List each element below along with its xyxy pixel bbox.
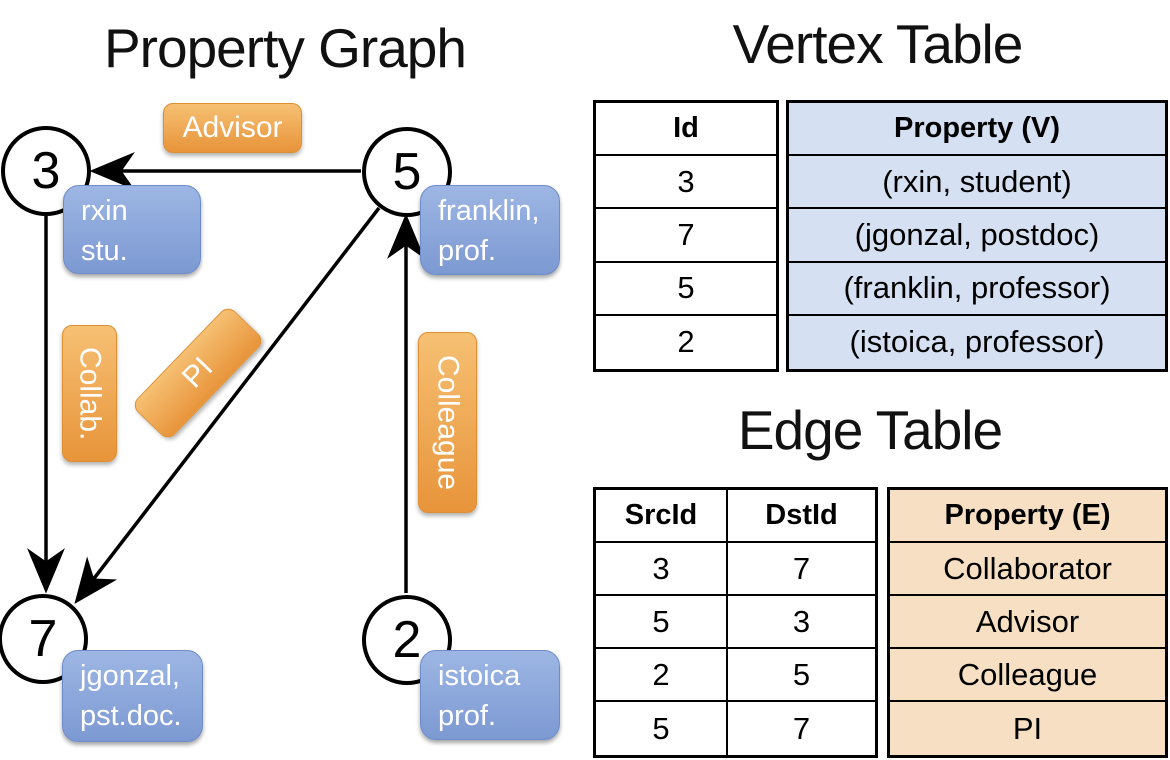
edge-pi-line xyxy=(74,206,381,605)
vertex-table-header-id: Id xyxy=(596,103,776,157)
vertex-table-id-cell: 5 xyxy=(596,263,776,316)
edge-table-dst-cell: 7 xyxy=(728,543,875,596)
edge-table-dst-cell: 7 xyxy=(792,710,811,746)
vertex-property-box-7: jgonzal, pst.doc. xyxy=(62,650,203,742)
edge-label-advisor: Advisor xyxy=(163,103,302,153)
edge-table-dst-cell: 3 xyxy=(728,596,875,649)
edge-table-dst-cell: 5 xyxy=(728,649,875,702)
vertex-table-id-cell: 2 xyxy=(677,324,695,360)
vertex-table-property-cell: (franklin, professor) xyxy=(789,263,1165,316)
edge-label-advisor-text: Advisor xyxy=(182,111,283,144)
graph-node-3-id: 3 xyxy=(31,142,61,200)
edge-table-src-cell: 3 xyxy=(596,543,728,596)
edge-table-property-cell: Advisor xyxy=(890,596,1165,649)
edge-table-property-cell: Collaborator xyxy=(890,543,1165,596)
vertex-table-id-cell: 7 xyxy=(596,209,776,263)
graph-node-2-id: 2 xyxy=(392,611,422,669)
edge-table-title: Edge Table xyxy=(737,399,1003,461)
edge-table-property-cell: Colleague xyxy=(890,649,1165,702)
edge-label-colleague: Colleague xyxy=(418,332,477,513)
graph-node-7-id: 7 xyxy=(28,610,58,668)
vertex-property-box-2: istoica prof. xyxy=(420,650,560,740)
vertex-table-header-property: Property (V) xyxy=(789,103,1165,157)
edge-label-colleague-text: Colleague xyxy=(431,354,465,491)
vertex-table-property-cell: (jgonzal, postdoc) xyxy=(789,209,1165,263)
vertex-property-box-3: rxin stu. xyxy=(63,185,201,274)
graph-node-5-id: 5 xyxy=(392,143,422,201)
edge-table-header-src: SrcId xyxy=(596,490,728,543)
edge-label-collab: Collab. xyxy=(62,325,117,462)
vertex-property-box-5-line2: prof. xyxy=(438,235,497,267)
edge-label-pi-text: PI xyxy=(175,350,220,395)
graph-node-2: 2 xyxy=(362,595,452,685)
vertex-property-box-7-line2: pst.doc. xyxy=(80,700,182,732)
vertex-table-title: Vertex Table xyxy=(732,13,1024,75)
vertex-property-box-3-line1: rxin xyxy=(81,195,128,227)
graph-edges xyxy=(27,152,425,605)
vertex-table-property-cell: (istoica, professor) xyxy=(849,324,1105,360)
edge-table-header-property: Property (E) xyxy=(890,490,1165,543)
vertex-table-property-cell: (rxin, student) xyxy=(789,156,1165,210)
vertex-property-box-2-line1: istoica xyxy=(438,660,521,692)
edge-table-src-cell: 5 xyxy=(596,596,728,649)
edge-table-src-cell: 5 xyxy=(596,702,728,755)
vertex-property-box-3-line2: stu. xyxy=(81,235,128,267)
vertex-property-box-7-line1: jgonzal, xyxy=(80,660,180,692)
edge-table-property-cell: PI xyxy=(1012,710,1043,746)
vertex-property-box-2-line2: prof. xyxy=(438,700,497,732)
edge-table-id-columns: SrcId DstId 3 7 5 3 2 5 5 7 xyxy=(593,487,878,758)
vertex-property-box-5-line1: franklin, xyxy=(438,195,540,227)
edge-table-header-dst: DstId xyxy=(728,490,875,543)
vertex-property-box-5: franklin, prof. xyxy=(420,185,560,275)
vertex-table-property-column: Property (V) (rxin, student) (jgonzal, p… xyxy=(786,100,1168,372)
edge-label-collab-text: Collab. xyxy=(73,346,107,441)
edge-table-src-cell: 2 xyxy=(596,649,728,702)
vertex-table-id-cell: 3 xyxy=(596,156,776,210)
property-graph-title: Property Graph xyxy=(103,17,467,79)
vertex-table-id-column: Id 3 7 5 2 xyxy=(593,100,779,372)
edge-table-property-column: Property (E) Collaborator Advisor Collea… xyxy=(887,487,1168,758)
